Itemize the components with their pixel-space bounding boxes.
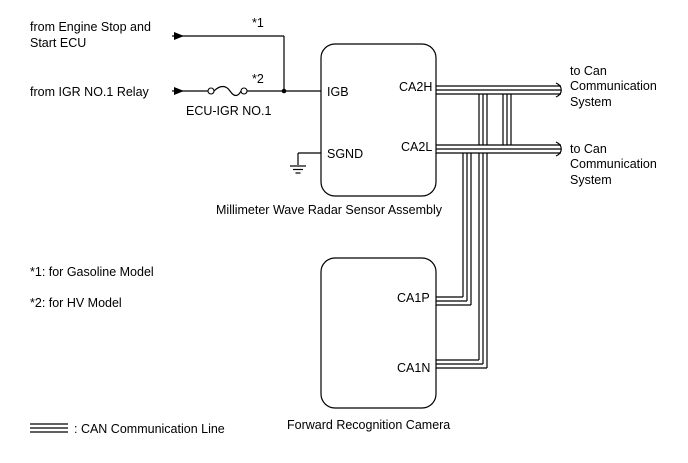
engine-ecu-label-2: Start ECU (30, 36, 86, 50)
engine-ecu-wire (172, 32, 285, 91)
can-tap-ca2h (502, 94, 512, 145)
camera-name: Forward Recognition Camera (287, 418, 450, 432)
pin-ca1p: CA1P (397, 291, 430, 305)
arrow-right-icon (174, 32, 184, 40)
ground-icon (290, 165, 306, 174)
can-line-ca1p (436, 153, 472, 306)
igr-relay-wire (172, 85, 321, 97)
fuse-icon (207, 85, 248, 97)
note-ref-2: *2 (252, 72, 264, 86)
legend-label: : CAN Communication Line (74, 422, 225, 436)
camera-box (320, 257, 437, 409)
engine-ecu-label-1: from Engine Stop and (30, 20, 151, 34)
igr-relay-label: from IGR NO.1 Relay (30, 85, 150, 99)
radar-name: Millimeter Wave Radar Sensor Assembly (216, 203, 443, 217)
pin-ca1n: CA1N (397, 361, 430, 375)
radar-sensor-box (320, 43, 437, 197)
can-line-ca2l (436, 144, 561, 154)
connector-icon (555, 141, 562, 157)
pin-ca2l: CA2L (401, 140, 432, 154)
note-ref-1: *1 (252, 16, 264, 30)
connector-icon (555, 82, 562, 98)
output-bottom-1: to Can (570, 142, 607, 156)
pin-ca2h: CA2H (399, 80, 432, 94)
fuse-label: ECU-IGR NO.1 (186, 104, 271, 118)
arrow-right-icon (174, 87, 184, 95)
note-2: *2: for HV Model (30, 296, 122, 310)
output-top-2: Communication (570, 79, 657, 93)
output-bottom-3: System (570, 173, 612, 187)
junction-dot (281, 88, 287, 94)
can-line-ca2h (436, 85, 561, 95)
note-1: *1: for Gasoline Model (30, 265, 154, 279)
output-top-3: System (570, 95, 612, 109)
ground-wire (290, 152, 321, 174)
output-bottom-2: Communication (570, 157, 657, 171)
can-line-ca1n (436, 94, 488, 369)
output-top-1: to Can (570, 64, 607, 78)
pin-sgnd: SGND (327, 147, 363, 161)
legend-can-icon (30, 423, 68, 433)
pin-igb: IGB (327, 85, 349, 99)
